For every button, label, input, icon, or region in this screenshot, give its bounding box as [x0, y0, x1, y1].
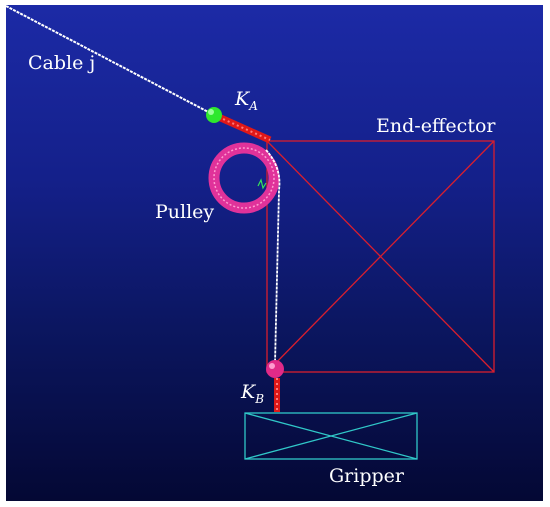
pulley-marker-icon [257, 178, 267, 190]
cable-label: Cable j [28, 52, 96, 74]
kb-label: KB [241, 381, 265, 406]
end-effector-box [266, 140, 495, 373]
pulley [208, 142, 280, 214]
simulation-viewport [6, 5, 543, 501]
ka-label-sub: A [249, 99, 258, 113]
anchor-kb [266, 360, 284, 378]
gripper-box [244, 412, 418, 460]
ka-label: KA [235, 88, 258, 113]
anchor-ka [206, 107, 222, 123]
anchor-ka-highlight [208, 109, 214, 115]
kb-label-sub: B [255, 392, 265, 406]
ka-label-main: K [235, 88, 250, 110]
gripper-label: Gripper [329, 465, 404, 487]
anchor-kb-highlight [269, 363, 275, 369]
pulley-label: Pulley [155, 201, 215, 223]
end-effector-label: End-effector [376, 115, 496, 137]
cable-down-segment [265, 149, 281, 365]
spring-ka [212, 111, 272, 144]
cable-j [5, 5, 215, 116]
kb-label-main: K [241, 381, 256, 403]
